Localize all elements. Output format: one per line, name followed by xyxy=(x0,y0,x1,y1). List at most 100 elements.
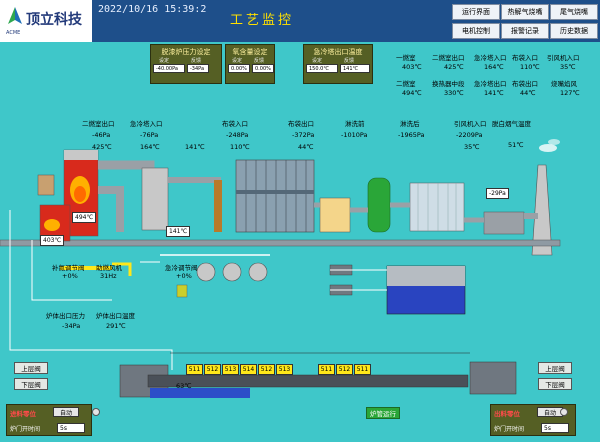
bag-filter xyxy=(235,159,315,233)
setpoint-oxygen: 氧含量设定 设定 反馈 0.00% 0.00% xyxy=(225,44,275,84)
readout-value: 141℃ xyxy=(484,89,504,97)
furnace-out-temp-value: 291℃ xyxy=(106,322,126,330)
heat-exchanger xyxy=(409,182,465,232)
lower-valve-left-button[interactable]: 下层阀 xyxy=(14,378,48,390)
furnace-pressure-value: -34Pa xyxy=(62,322,81,330)
feed-zero-panel: 进料零位 自动 炉门开时间 5s xyxy=(6,404,92,436)
base-platform xyxy=(0,239,561,247)
process-label: 脱白烟气温度 xyxy=(492,120,531,128)
datetime: 2022/10/16 15:39:2 xyxy=(98,4,207,15)
upper-valve-left-button[interactable]: 上层阀 xyxy=(14,362,48,374)
readout-label: 引风机入口 xyxy=(547,54,580,62)
readout-label: 布袋出口 xyxy=(512,80,538,88)
quench-valve-value: +0% xyxy=(176,272,192,280)
induced-draft-fan xyxy=(483,211,525,235)
second-chamber-temp-tag: 494℃ xyxy=(72,212,97,223)
process-label: 布袋出口 xyxy=(288,120,314,128)
feed-auto-button[interactable]: 自动 xyxy=(53,407,79,417)
process-temp: 44℃ xyxy=(298,143,314,151)
furnace-temp: 63℃ xyxy=(176,382,192,390)
process-temp: 51℃ xyxy=(508,141,524,149)
process-label: 布袋入口 xyxy=(222,120,248,128)
process-temp: 141℃ xyxy=(185,143,205,151)
readout-value: 330℃ xyxy=(444,89,464,97)
quench-tower xyxy=(141,167,169,231)
logo: 顶立科技 ACME xyxy=(0,0,92,42)
makeup-valve-label: 补氮调节阀 xyxy=(52,264,85,272)
process-pressure: -248Pa xyxy=(226,131,249,139)
slot-item: 511 xyxy=(186,364,203,375)
feed-door-time-input[interactable]: 5s xyxy=(57,423,85,433)
readout-value: 35℃ xyxy=(560,63,576,71)
first-chamber-temp-tag: 403℃ xyxy=(40,235,65,246)
furnace-out-temp-label: 炉体出口温度 xyxy=(96,312,135,320)
readout-label: 二燃室出口 xyxy=(432,54,465,62)
nav-exhaust-burner[interactable]: 尾气烧嘴 xyxy=(550,4,598,20)
slot-item: 513 xyxy=(222,364,239,375)
top-bar xyxy=(0,0,600,42)
process-pressure: -2209Pa xyxy=(456,131,483,139)
lower-valve-right-button[interactable]: 下层阀 xyxy=(538,378,572,390)
process-label: 二燃室出口 xyxy=(82,120,115,128)
readout-label: 急冷塔出口 xyxy=(474,80,507,88)
nav-pyrolysis-burner[interactable]: 热解气烧嘴 xyxy=(501,4,549,20)
stack-pressure-tag: -29Pa xyxy=(486,188,509,199)
furnace-conveyor xyxy=(147,374,469,388)
discharge-status-led xyxy=(560,408,568,416)
brand-en: ACME xyxy=(6,30,21,36)
quench-out-tag: 141℃ xyxy=(166,226,191,237)
brand-name: 顶立科技 xyxy=(26,12,82,28)
slot-item: 512 xyxy=(258,364,275,375)
process-pressure: -1965Pa xyxy=(398,131,425,139)
makeup-valve-value: +0% xyxy=(62,272,78,280)
process-pressure: -76Pa xyxy=(140,131,159,139)
readout-value: 403℃ xyxy=(402,63,422,71)
setpoint-input[interactable]: 150.0℃ xyxy=(306,64,338,73)
nav-alarm-log[interactable]: 报警记录 xyxy=(501,23,549,39)
readout-value: 164℃ xyxy=(484,63,504,71)
setpoint-furnace-pressure: 脱漆炉压力设定 设定 反馈 -40.00Pa -34Pa xyxy=(150,44,222,84)
process-temp: 110℃ xyxy=(230,143,250,151)
furnace-pressure-label: 炉体出口压力 xyxy=(46,312,85,320)
slot-item: 511 xyxy=(354,364,371,375)
process-temp: 164℃ xyxy=(140,143,160,151)
process-label: 淋洗前 xyxy=(345,120,365,128)
readout-label: 急冷塔入口 xyxy=(474,54,507,62)
readout-value: 110℃ xyxy=(520,63,540,71)
page-title: 工艺监控 xyxy=(230,13,295,28)
process-label: 淋洗后 xyxy=(400,120,420,128)
readout-label: 烧嘴焰风 xyxy=(551,80,577,88)
setpoint-input[interactable]: -40.00Pa xyxy=(153,64,185,73)
process-temp: 425℃ xyxy=(92,143,112,151)
feedback-value: 141℃ xyxy=(340,64,370,73)
nav-history[interactable]: 历史数据 xyxy=(550,23,598,39)
readout-value: 425℃ xyxy=(444,63,464,71)
slot-item: 513 xyxy=(276,364,293,375)
quench-valve-label: 急冷调节阀 xyxy=(165,264,198,272)
readout-value: 127℃ xyxy=(560,89,580,97)
nav-run-screen[interactable]: 运行界面 xyxy=(452,4,500,20)
feedback-value: -34Pa xyxy=(187,64,209,73)
slot-item: 514 xyxy=(240,364,257,375)
process-pressure: -1010Pa xyxy=(341,131,368,139)
discharge-door-time-input[interactable]: 5s xyxy=(541,423,569,433)
scrubber-tower xyxy=(367,177,391,233)
process-temp: 35℃ xyxy=(464,143,480,151)
process-pressure: -372Pa xyxy=(292,131,315,139)
combustion-fan-label: 助燃风机 xyxy=(96,264,122,272)
feedback-value: 0.00% xyxy=(252,64,274,73)
upper-valve-right-button[interactable]: 上层阀 xyxy=(538,362,572,374)
combustion-fan-value: 31Hz xyxy=(100,272,117,280)
chimney xyxy=(531,164,553,256)
nav-motor-control[interactable]: 电机控制 xyxy=(452,23,500,39)
readout-label: 一燃室 xyxy=(396,54,416,62)
process-label: 引风机入口 xyxy=(454,120,487,128)
process-label: 急冷塔入口 xyxy=(130,120,163,128)
slot-item: 512 xyxy=(204,364,221,375)
readout-label: 布袋入口 xyxy=(512,54,538,62)
furnace-run-button[interactable]: 炉管运行 xyxy=(366,407,400,419)
setpoint-input[interactable]: 0.00% xyxy=(228,64,250,73)
readout-label: 换热器中段 xyxy=(432,80,465,88)
feed-status-led xyxy=(92,408,100,416)
